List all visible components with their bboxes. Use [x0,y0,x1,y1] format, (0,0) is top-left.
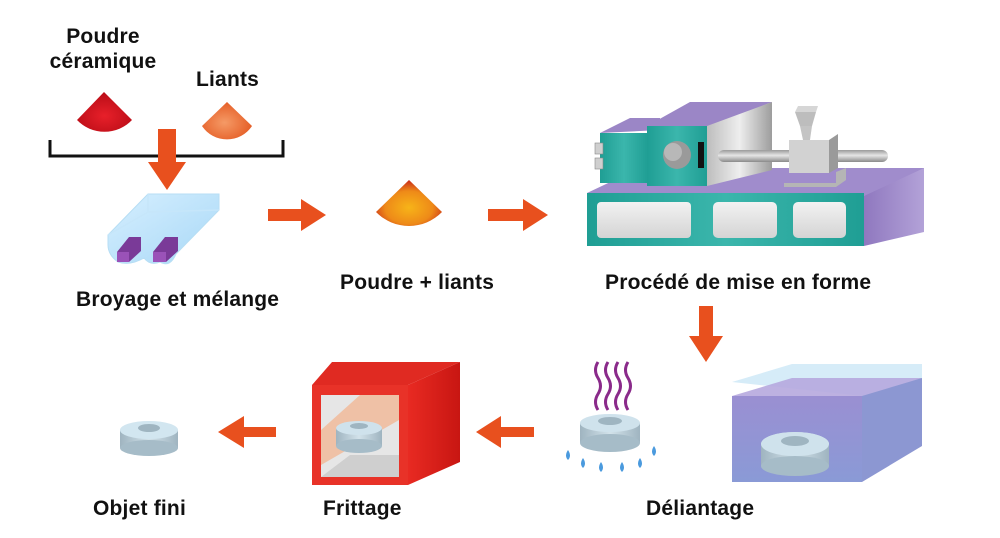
arrow-left-to-sintering [476,416,534,448]
sintering-furnace-icon [312,362,460,485]
label-ceramic-powder: Poudre céramique [48,24,158,74]
ceramic-powder-icon [77,92,132,132]
label-ceramic-powder-line2: céramique [49,50,157,73]
mixer-icon [107,193,220,265]
label-finished-object: Objet fini [93,497,186,520]
finished-part-icon [120,421,178,456]
feedstock-icon [376,180,442,226]
thermal-debinding-icon [566,361,656,472]
arrow-down-to-debinding [689,306,723,362]
arrow-left-to-finished [218,416,276,448]
label-feedstock: Poudre + liants [340,271,495,294]
label-mixing: Broyage et mélange [76,288,280,311]
label-ceramic-powder-line1: Poudre [66,25,140,48]
label-sintering: Frittage [323,497,402,520]
label-binders: Liants [196,68,260,91]
arrow-right-to-shaping [488,199,548,231]
solvent-bath-icon [732,364,922,482]
label-debinding: Déliantage [646,497,755,520]
binder-icon [202,102,252,140]
label-shaping: Procédé de mise en forme [605,271,872,294]
arrow-down-to-mixing [148,129,186,190]
injection-molding-machine-icon [587,102,924,246]
arrow-right-to-feedstock [268,199,326,231]
